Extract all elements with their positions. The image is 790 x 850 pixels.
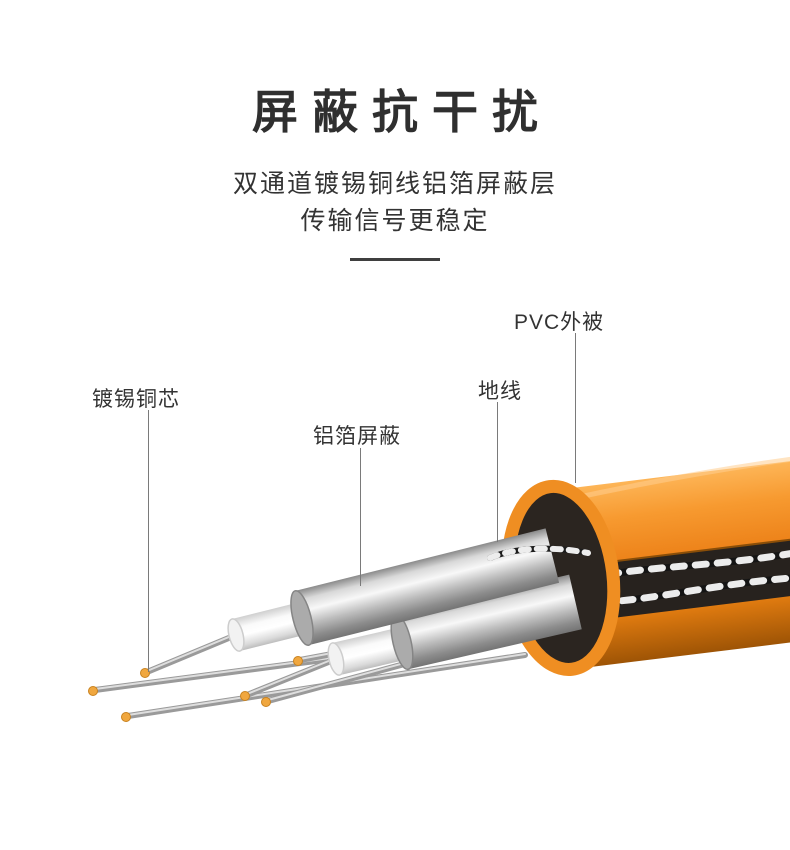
leader-line-copper	[148, 410, 149, 672]
copper-tip	[88, 686, 98, 696]
callout-pvc-jacket: PVC外被	[514, 311, 605, 334]
shielded-conductor-right	[240, 574, 582, 701]
callout-foil-shield: 铝箔屏蔽	[313, 425, 401, 448]
foil-shield-cylinder	[390, 574, 582, 671]
callout-ground-wire: 地线	[478, 380, 522, 403]
copper-tip	[293, 656, 303, 666]
ground-wire-shape	[487, 545, 591, 561]
page-title: 屏蔽抗干扰	[252, 86, 552, 138]
copper-tip	[240, 691, 250, 701]
leader-line-pvc	[575, 333, 576, 483]
callout-tinned-copper-core: 镀锡铜芯	[92, 388, 180, 411]
copper-tip	[261, 697, 271, 707]
copper-tip	[140, 668, 150, 678]
copper-tip	[121, 712, 131, 722]
leader-line-ground	[497, 402, 498, 542]
divider	[350, 258, 440, 261]
leader-line-foil	[360, 448, 361, 586]
subtitle-line-2: 传输信号更稳定	[300, 207, 490, 235]
subtitle-line-1: 双通道镀锡铜线铝箔屏蔽层	[232, 170, 557, 198]
